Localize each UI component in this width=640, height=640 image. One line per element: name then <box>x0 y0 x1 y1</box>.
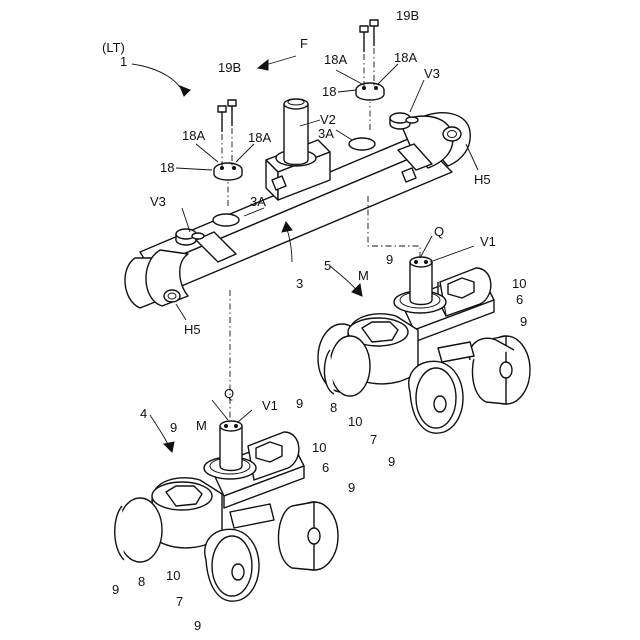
carriage-4 <box>115 421 338 601</box>
plate-18-left <box>214 163 242 180</box>
label-3A-left: 3A <box>250 194 266 209</box>
label-direction: F <box>300 36 308 51</box>
label-18A-r1: 18A <box>324 52 347 67</box>
label-9-f: 9 <box>348 480 355 495</box>
label-8-b: 8 <box>138 574 145 589</box>
label-10-d: 10 <box>166 568 180 583</box>
label-6-b: 6 <box>322 460 329 475</box>
label-9-b: 9 <box>520 314 527 329</box>
label-10-c: 10 <box>312 440 326 455</box>
label-4: 4 <box>140 406 147 421</box>
label-Q-left: Q <box>224 386 234 401</box>
label-V1-left: V1 <box>262 398 278 413</box>
label-19B-right: 19B <box>396 8 419 23</box>
label-9-a: 9 <box>386 252 393 267</box>
label-19B-left: 19B <box>218 60 241 75</box>
label-18A-r2: 18A <box>394 50 417 65</box>
label-V2: V2 <box>320 112 336 127</box>
plate-18-right <box>356 83 384 100</box>
label-H5-right: H5 <box>474 172 491 187</box>
label-10-b: 10 <box>348 414 362 429</box>
label-5: 5 <box>324 258 331 273</box>
label-V1-right: V1 <box>480 234 496 249</box>
label-side: (LT) <box>102 40 125 55</box>
label-18-right: 18 <box>322 84 336 99</box>
label-9-h: 9 <box>194 618 201 633</box>
screws-19b-right <box>360 20 378 52</box>
label-9-d: 9 <box>388 454 395 469</box>
label-18A-l1: 18A <box>182 128 205 143</box>
label-M-left: M <box>196 418 207 433</box>
label-3A-right: 3A <box>318 126 334 141</box>
label-Q-right: Q <box>434 224 444 239</box>
label-V3-right: V3 <box>424 66 440 81</box>
label-9-g: 9 <box>112 582 119 597</box>
label-6-a: 6 <box>516 292 523 307</box>
label-18-left: 18 <box>160 160 174 175</box>
label-H5-left: H5 <box>184 322 201 337</box>
label-V3-left: V3 <box>150 194 166 209</box>
label-7-a: 7 <box>370 432 377 447</box>
screws-19b-left <box>218 100 236 132</box>
label-10-a: 10 <box>512 276 526 291</box>
label-1: 1 <box>120 54 127 69</box>
pin-v2 <box>284 99 308 165</box>
label-9-e: 9 <box>170 420 177 435</box>
label-8-a: 8 <box>330 400 337 415</box>
label-M-right: M <box>358 268 369 283</box>
label-7-b: 7 <box>176 594 183 609</box>
label-18A-l2: 18A <box>248 130 271 145</box>
label-9-c: 9 <box>296 396 303 411</box>
label-3: 3 <box>296 276 303 291</box>
